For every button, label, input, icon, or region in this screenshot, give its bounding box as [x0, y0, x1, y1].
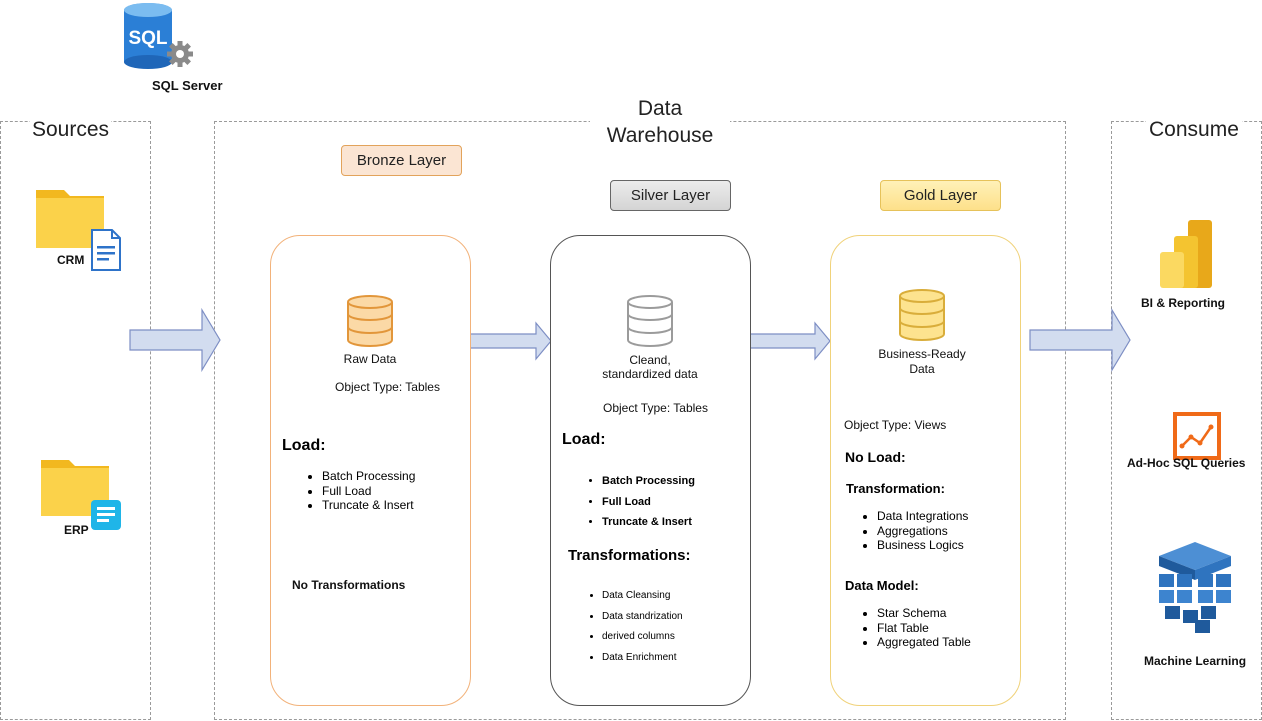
- machine-learning-label: Machine Learning: [1144, 654, 1247, 668]
- list-item: Full Load: [602, 492, 695, 513]
- silver-object-type: Object Type: Tables: [603, 401, 708, 415]
- sql-server-icon: SQL: [122, 2, 198, 74]
- arrow-bronze-to-silver: [469, 321, 552, 361]
- bi-reporting-label: BI & Reporting: [1141, 296, 1225, 310]
- list-item: Data Integrations: [877, 509, 968, 524]
- arrow-gold-to-consume: [1029, 308, 1131, 372]
- arrow-sources-to-bronze: [129, 308, 221, 372]
- list-item: Truncate & Insert: [602, 512, 695, 533]
- gold-load-heading: No Load:: [845, 449, 906, 465]
- silver-transform-heading: Transformations:: [568, 547, 691, 564]
- silver-db-label-line1: Cleand,: [629, 353, 671, 367]
- list-item: Business Logics: [877, 538, 968, 553]
- adhoc-sql-label: Ad-Hoc SQL Queries: [1127, 456, 1246, 470]
- silver-transform-list: Data Cleansing Data standrization derive…: [580, 586, 683, 668]
- warehouse-title-line2: Warehouse: [606, 124, 714, 147]
- sources-title: Sources: [30, 118, 112, 142]
- warehouse-title-line1: Data: [637, 97, 683, 120]
- silver-layer-tag: Silver Layer: [610, 180, 731, 211]
- silver-db-label-line2: standardized data: [602, 367, 698, 381]
- list-item: Data standrization: [602, 607, 683, 628]
- sql-server-label: SQL Server: [152, 78, 223, 93]
- silver-load-heading: Load:: [562, 431, 606, 448]
- erp-folder-icon: [39, 458, 125, 539]
- list-item: Flat Table: [877, 621, 971, 636]
- list-item: Star Schema: [877, 606, 971, 621]
- power-bi-icon: [1158, 218, 1214, 295]
- bronze-transform-note: No Transformations: [292, 578, 406, 592]
- gold-db-label-line1: Business-Ready: [878, 347, 966, 361]
- gold-database-icon: [898, 288, 946, 347]
- warehouse-title: Data Warehouse: [590, 95, 730, 149]
- list-item: Batch Processing: [602, 471, 695, 492]
- bronze-load-list: Batch Processing Full Load Truncate & In…: [300, 469, 415, 513]
- gold-transform-heading: Transformation:: [846, 481, 945, 496]
- silver-db-label: Cleand, standardized data: [580, 353, 720, 381]
- list-item: Data Enrichment: [602, 648, 683, 669]
- erp-label: ERP: [64, 523, 89, 537]
- silver-load-list: Batch Processing Full Load Truncate & In…: [580, 471, 695, 533]
- list-item: Truncate & Insert: [322, 498, 415, 513]
- bronze-layer-tag: Bronze Layer: [341, 145, 462, 176]
- list-item: Full Load: [322, 484, 415, 499]
- crm-label: CRM: [57, 253, 85, 267]
- bronze-object-type: Object Type: Tables: [335, 380, 440, 394]
- list-item: derived columns: [602, 627, 683, 648]
- list-item: Data Cleansing: [602, 586, 683, 607]
- bronze-load-heading: Load:: [282, 437, 326, 454]
- gold-db-label: Business-Ready Data: [862, 347, 982, 377]
- gold-db-label-line2: Data: [909, 362, 935, 376]
- list-item: Aggregations: [877, 524, 968, 539]
- gold-layer-tag: Gold Layer: [880, 180, 1001, 211]
- arrow-silver-to-gold: [739, 321, 831, 361]
- bronze-db-label: Raw Data: [343, 352, 397, 366]
- gold-object-type: Object Type: Views: [844, 418, 947, 432]
- line-chart-icon: [1173, 412, 1221, 465]
- gold-transform-list: Data Integrations Aggregations Business …: [855, 509, 968, 553]
- list-item: Batch Processing: [322, 469, 415, 484]
- crm-folder-icon: [34, 186, 126, 277]
- silver-database-icon: [626, 294, 674, 353]
- gold-model-list: Star Schema Flat Table Aggregated Table: [855, 606, 971, 650]
- machine-learning-icon: [1155, 540, 1235, 641]
- sql-text: SQL: [128, 28, 167, 49]
- consume-title: Consume: [1146, 118, 1242, 142]
- list-item: Aggregated Table: [877, 635, 971, 650]
- bronze-database-icon: [346, 294, 394, 353]
- gold-model-heading: Data Model:: [845, 578, 919, 593]
